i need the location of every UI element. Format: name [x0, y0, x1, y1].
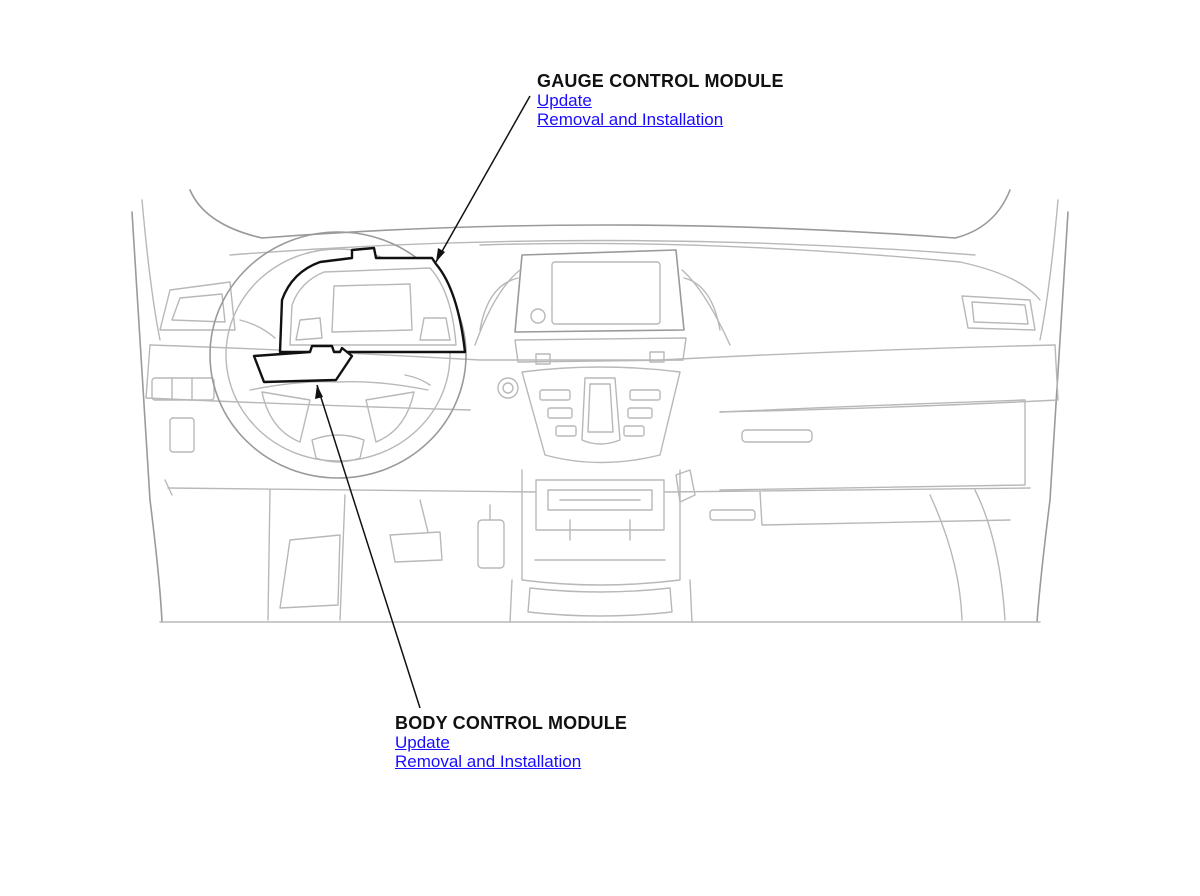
cabin-outline — [131, 189, 1069, 623]
body-control-module-callout: BODY CONTROL MODULE Update Removal and I… — [395, 713, 628, 772]
gauge-control-module-update-link[interactable]: Update — [537, 91, 592, 110]
gauge-leader-arrowhead — [436, 248, 445, 262]
right-vent — [961, 295, 1036, 331]
body-control-module-title: BODY CONTROL MODULE — [395, 713, 628, 733]
left-switch-panel — [151, 377, 215, 453]
lower-console — [509, 469, 693, 623]
gauge-control-module-removal-link[interactable]: Removal and Installation — [537, 110, 724, 129]
gauge-leader-line — [435, 95, 531, 263]
gauge-control-module-shape — [278, 246, 467, 354]
footwell — [159, 489, 1041, 623]
body-control-module-shape — [252, 344, 354, 384]
gauge-control-module-callout: GAUGE CONTROL MODULE Update Removal and … — [537, 71, 784, 130]
left-vent — [159, 281, 236, 331]
body-control-module-update-link[interactable]: Update — [395, 733, 450, 752]
steering-wheel — [209, 231, 467, 479]
body-control-module-removal-link[interactable]: Removal and Installation — [395, 752, 582, 771]
gauge-control-module-title: GAUGE CONTROL MODULE — [537, 71, 784, 91]
body-leader-arrowhead — [315, 385, 323, 399]
glove-box — [675, 399, 1026, 621]
center-stack — [474, 249, 731, 464]
body-leader-line — [316, 384, 421, 709]
